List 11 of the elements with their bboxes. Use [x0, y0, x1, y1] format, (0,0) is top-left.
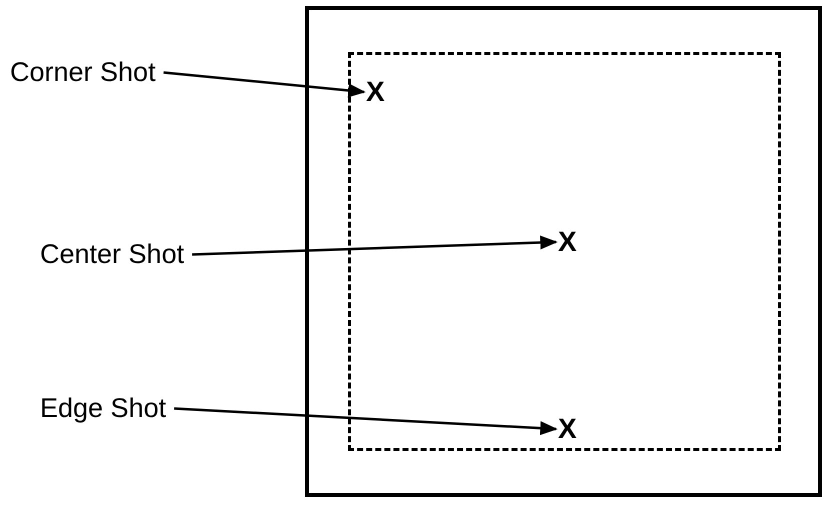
shot-mark: X — [558, 413, 577, 445]
shot-mark: X — [366, 76, 385, 108]
inner-dashed-boundary — [348, 52, 781, 451]
arrow — [192, 236, 558, 256]
arrow — [174, 407, 558, 436]
outer-frame — [305, 6, 822, 497]
shot-mark: X — [558, 226, 577, 258]
arrow — [163, 71, 366, 98]
shot-label: Edge Shot — [40, 393, 166, 424]
shot-label: Corner Shot — [10, 57, 156, 88]
shot-label: Center Shot — [40, 239, 184, 270]
